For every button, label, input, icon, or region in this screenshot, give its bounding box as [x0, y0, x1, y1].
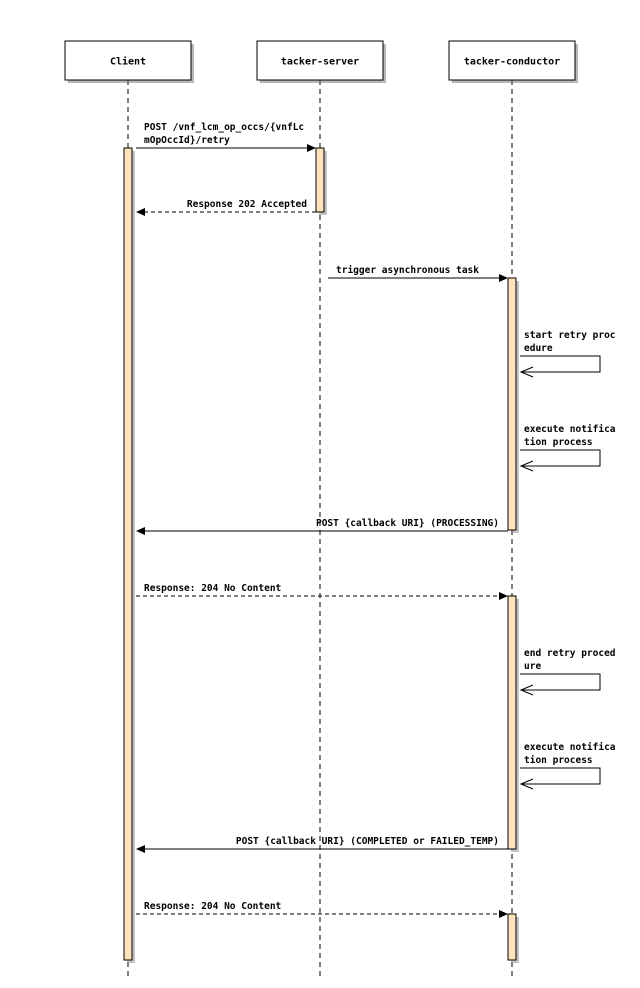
message-label: end retry proced: [524, 648, 616, 659]
message-label: POST {callback URI} (COMPLETED or FAILED…: [236, 836, 499, 847]
activation-conductor: [507, 277, 517, 531]
messages: POST /vnf_lcm_op_occs/{vnfLc mOpOccId}/re…: [136, 122, 616, 918]
arrowhead: [136, 208, 145, 216]
actor-box: [256, 40, 384, 81]
arrowhead: [136, 845, 145, 853]
self-message-line: [520, 767, 601, 785]
message-9: execute notifica tion process: [519, 742, 616, 790]
message-10: POST {callback URI} (COMPLETED or FAILED…: [136, 836, 508, 853]
actor-server: tacker-server: [256, 40, 386, 83]
activation-client: [123, 147, 133, 961]
arrowhead: [499, 274, 508, 282]
activation-conductor: [507, 913, 517, 961]
message-6: POST {callback URI} (PROCESSING): [136, 518, 508, 535]
actor-label: tacker-server: [281, 57, 359, 68]
message-8: end retry proced ure: [519, 648, 616, 696]
actor-box: [64, 40, 192, 81]
self-message-line: [520, 449, 601, 467]
message-label: edure: [524, 343, 553, 354]
actor-label: tacker-conductor: [464, 57, 560, 68]
message-1: POST /vnf_lcm_op_occs/{vnfLc mOpOccId}/re…: [136, 122, 316, 152]
message-5: execute notifica tion process: [519, 424, 616, 472]
actor-label: Client: [110, 56, 146, 68]
message-4: start retry proc edure: [519, 330, 616, 378]
arrowhead: [499, 592, 508, 600]
message-label: POST /vnf_lcm_op_occs/{vnfLc: [144, 122, 304, 133]
message-label: POST {callback URI} (PROCESSING): [316, 518, 499, 529]
arrowhead-open: [519, 778, 534, 790]
message-label: execute notifica: [524, 424, 616, 435]
actor-client: Client: [64, 40, 194, 83]
message-label: Response 202 Accepted: [187, 199, 307, 210]
arrowhead: [307, 144, 316, 152]
arrowhead: [499, 910, 508, 918]
message-label: mOpOccId}/retry: [144, 135, 230, 146]
arrowhead: [136, 527, 145, 535]
message-label: execute notifica: [524, 742, 616, 753]
message-label: start retry proc: [524, 330, 616, 341]
message-label: tion process: [524, 755, 593, 766]
activation-server: [315, 147, 325, 213]
activations: [123, 147, 519, 963]
self-message-line: [520, 673, 601, 691]
self-message-line: [520, 355, 601, 373]
actor-box: [448, 40, 576, 81]
message-label: tion process: [524, 437, 593, 448]
arrowhead-open: [519, 460, 534, 472]
arrowhead-open: [519, 366, 534, 378]
message-7: Response: 204 No Content: [136, 583, 508, 600]
arrowhead-open: [519, 684, 534, 696]
activation-conductor: [507, 595, 517, 850]
message-3: trigger asynchronous task: [328, 265, 508, 282]
message-11: Response: 204 No Content: [136, 901, 508, 918]
message-label: Response: 204 No Content: [144, 901, 281, 912]
actors: Client tacker-server tacker-conductor: [64, 40, 578, 83]
actor-conductor: tacker-conductor: [448, 40, 578, 83]
message-label: ure: [524, 661, 541, 672]
message-2: Response 202 Accepted: [136, 199, 316, 216]
message-label: Response: 204 No Content: [144, 583, 281, 594]
message-label: trigger asynchronous task: [336, 265, 479, 276]
